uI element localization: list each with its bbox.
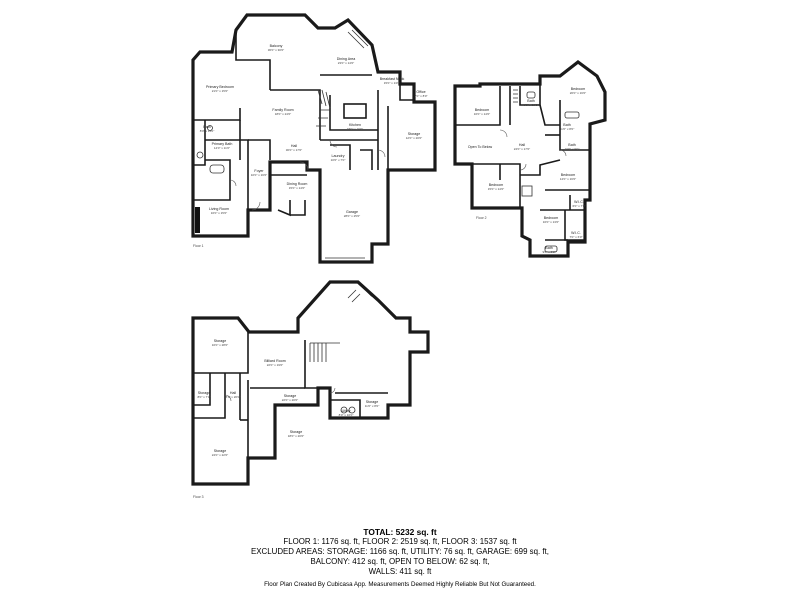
f2-room-dims: 24'0" x 17'0" [514,147,530,151]
f1-room-name: Balcony [270,44,283,48]
f1-room-name: Dining Room [287,182,308,186]
f2-room-name: W.I.C. [574,200,584,204]
f1-room-name: Living Room [209,207,229,211]
f1-room-dims: 16'0" x 15'0" [211,211,227,215]
f2-room-name: Bath [545,246,552,250]
f2-room-name: Bath [568,143,575,147]
f2-room-name: Bedroom [475,108,490,112]
f1-room-dims: 10'0" x 16'0" [251,173,267,177]
f2-room-name: Bedroom [544,216,559,220]
f2-room-dims: 7'0" x 6'0" [569,235,582,239]
f2-room-dims: 20'0" x 16'0" [570,91,586,95]
f3-room-name: Storage [214,449,227,453]
f1-room-dims: 23'0" x 14'0" [338,61,354,65]
f2-room-dims: 10'0" x 9'0" [565,147,580,151]
f1-room-dims: 7'0" x 8'0" [414,94,427,98]
f1-room-dims: 30'0" x 17'0" [286,148,302,152]
floor-1-label: Floor 1 [193,244,204,248]
f1-room-dims: 12'0" x 20'0" [406,136,422,140]
f2-room-name: Hall [519,143,525,147]
f2-room-name: Bedroom [489,183,504,187]
f1-room-name: Dining Area [337,57,356,61]
floors-area-line: FLOOR 1: 1176 sq. ft, FLOOR 2: 2519 sq. … [283,537,517,546]
f1-room-dims: 36'0" x 30'0" [268,48,284,52]
f1-room-dims: 10'0" x 7'0" [331,158,346,162]
f3-room-name: Storage [214,339,227,343]
f1-room-name: Primary Bedroom [206,85,234,89]
f3-room-name: Storage [290,430,303,434]
f1-room-dims: 28'0" x 25'0" [344,214,360,218]
f3-room-dims: 18'0" x 20'0" [288,434,304,438]
f1-room-name: Garage [346,210,358,214]
f3-room-dims: 24'0" x 22'0" [212,453,228,457]
f1-room-dims: 8'0" x 11'0" [200,129,215,133]
floor-2-label: Floor 2 [476,216,487,220]
floor-1-plan: Balcony 36'0" x 30'0" Dining Area 23'0" … [191,13,437,264]
floor-3-label: Floor 3 [193,495,204,499]
f1-room-name: Primary Bath [212,142,233,146]
f2-room-name: W.I.C. [571,231,581,235]
f2-room-name: Bath [527,99,534,103]
f3-room-dims: 8'0" x 7'0" [197,395,210,399]
f2-room-name: Bedroom [561,173,576,177]
f2-room-dims: 6'0" x 7'0" [572,204,585,208]
f2-room-dims: 15'0" x 14'0" [488,187,504,191]
floor-2-plan: Bedroom 16'0" x 14'0" Bath 8'0" x 10'0" … [453,59,607,258]
total-area: TOTAL: 5232 sq. ft [363,527,437,537]
f3-room-dims: 22'0" x 19'0" [267,363,283,367]
balcony-area-line: BALCONY: 412 sq. ft, OPEN TO BELOW: 62 s… [310,557,490,566]
f3-room-dims: 22'0" x 20'0" [282,398,298,402]
f2-room-dims: 14'0" x 16'0" [560,177,576,181]
f1-room-name: Storage [408,132,421,136]
f1-room-name: Hall [291,144,297,148]
f3-room-dims: 11'0" x 8'0" [365,404,380,408]
f2-room-dims: 8'0" x 10'0" [524,103,539,107]
f1-room-name: Bath [203,125,210,129]
f1-room-dims: 14'0" x 11'0" [214,146,230,150]
f1-room-name: Breakfast Nook [380,77,405,81]
f2-room-name: Open To Below [468,145,493,149]
f1-room-dims: 18'0" x 24'0" [275,112,291,116]
f1-room-dims: 15'0" x 14'0" [289,186,305,190]
floor-3-plan: Storage 16'0" x 28'0" Billiard Room 22'0… [191,280,430,499]
f3-room-name: Storage [366,400,379,404]
excluded-areas-line: EXCLUDED AREAS: STORAGE: 1166 sq. ft, UT… [251,547,549,556]
disclaimer-credit: Floor Plan Created By Cubicasa App. Meas… [264,581,536,588]
f3-room-dims: 5'0" x 20'0" [226,395,241,399]
f3-room-dims: 16'0" x 28'0" [212,343,228,347]
f1-room-dims: 15'0" x 13'0" [384,81,400,85]
f2-room-name: Bedroom [571,87,586,91]
f3-room-name: Storage [284,394,297,398]
f1-room-name: Kitchen [349,123,361,127]
f3-room-dims: 8'0" x 10'0" [339,413,354,417]
f3-room-name: Utility [342,409,351,413]
f2-room-name: Bath [563,123,570,127]
f1-room-dims: 21'0" x 15'0" [212,89,228,93]
f1-room-name: Laundry [332,154,345,158]
f1-room-name: Family Room [272,108,293,112]
walls-area-line: WALLS: 411 sq. ft [368,567,432,576]
f2-room-dims: 16'0" x 13'0" [543,220,559,224]
f2-room-dims: 11'0" x 8'0" [560,127,575,131]
f1-room-dims: 18'0" x 16'0" [347,127,363,131]
f3-room-name: Storage [198,391,211,395]
f1-room-name: Office [416,90,425,94]
f3-room-name: Billiard Room [264,359,285,363]
f2-room-dims: 9'0" x 8'0" [542,250,555,254]
f1-room-name: Foyer [254,169,264,173]
f2-room-dims: 16'0" x 14'0" [474,112,490,116]
f3-room-name: Hall [230,391,236,395]
